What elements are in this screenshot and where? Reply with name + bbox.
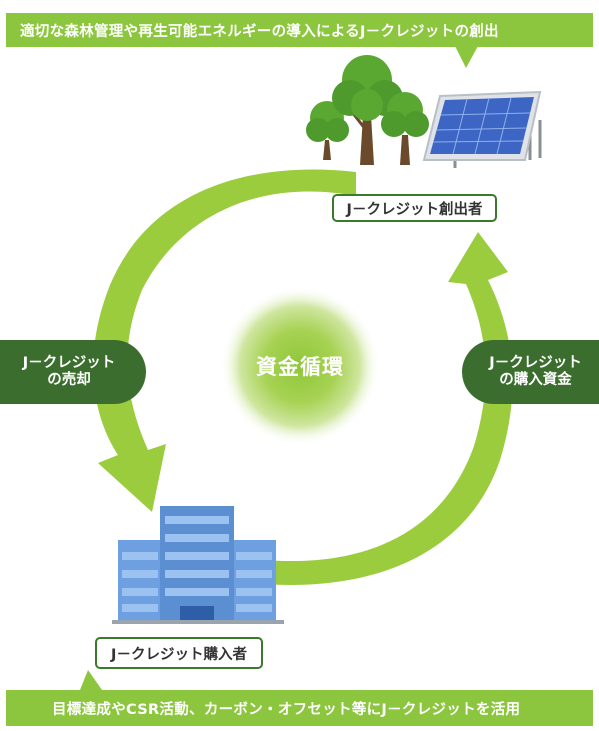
credit-creator-text: J－クレジット創出者 — [346, 201, 483, 218]
credit-sale-line1: J－クレジット — [22, 355, 116, 371]
arrow-purchase-funds — [264, 232, 513, 585]
tree-icon — [306, 101, 349, 160]
tree-icon — [381, 92, 429, 165]
bottom-banner-text: 目標達成やCSR活動、カーボン・オフセット等にJ－クレジットを活用 — [52, 701, 521, 718]
top-banner-text: 適切な森林管理や再生可能エネルギーの導入によるJ－クレジットの創出 — [20, 23, 499, 40]
building-icon — [112, 506, 284, 624]
bottom-callout-tail — [80, 670, 102, 690]
tree-icon — [332, 55, 403, 165]
top-banner: 適切な森林管理や再生可能エネルギーの導入によるJ－クレジットの創出 — [6, 13, 593, 47]
arrow-credit-sale — [93, 169, 356, 512]
top-callout-tail — [455, 46, 478, 68]
purchase-funds-line1: J－クレジット — [489, 355, 582, 371]
credit-buyer-text: J－クレジット購入者 — [111, 646, 247, 663]
credit-buyer-label: J－クレジット購入者 — [95, 637, 263, 669]
credit-sale-label: J－クレジット の売却 — [0, 340, 146, 404]
bottom-banner: 目標達成やCSR活動、カーボン・オフセット等にJ－クレジットを活用 — [6, 690, 593, 726]
fund-circulation-label: 資金循環 — [256, 355, 344, 379]
credit-creator-label: J－クレジット創出者 — [332, 194, 497, 222]
credit-sale-line2: の売却 — [47, 372, 91, 388]
purchase-funds-label: J－クレジット の購入資金 — [462, 340, 599, 404]
solar-panel-icon — [422, 90, 542, 168]
purchase-funds-line2: の購入資金 — [499, 372, 572, 388]
center-glow — [220, 286, 380, 446]
